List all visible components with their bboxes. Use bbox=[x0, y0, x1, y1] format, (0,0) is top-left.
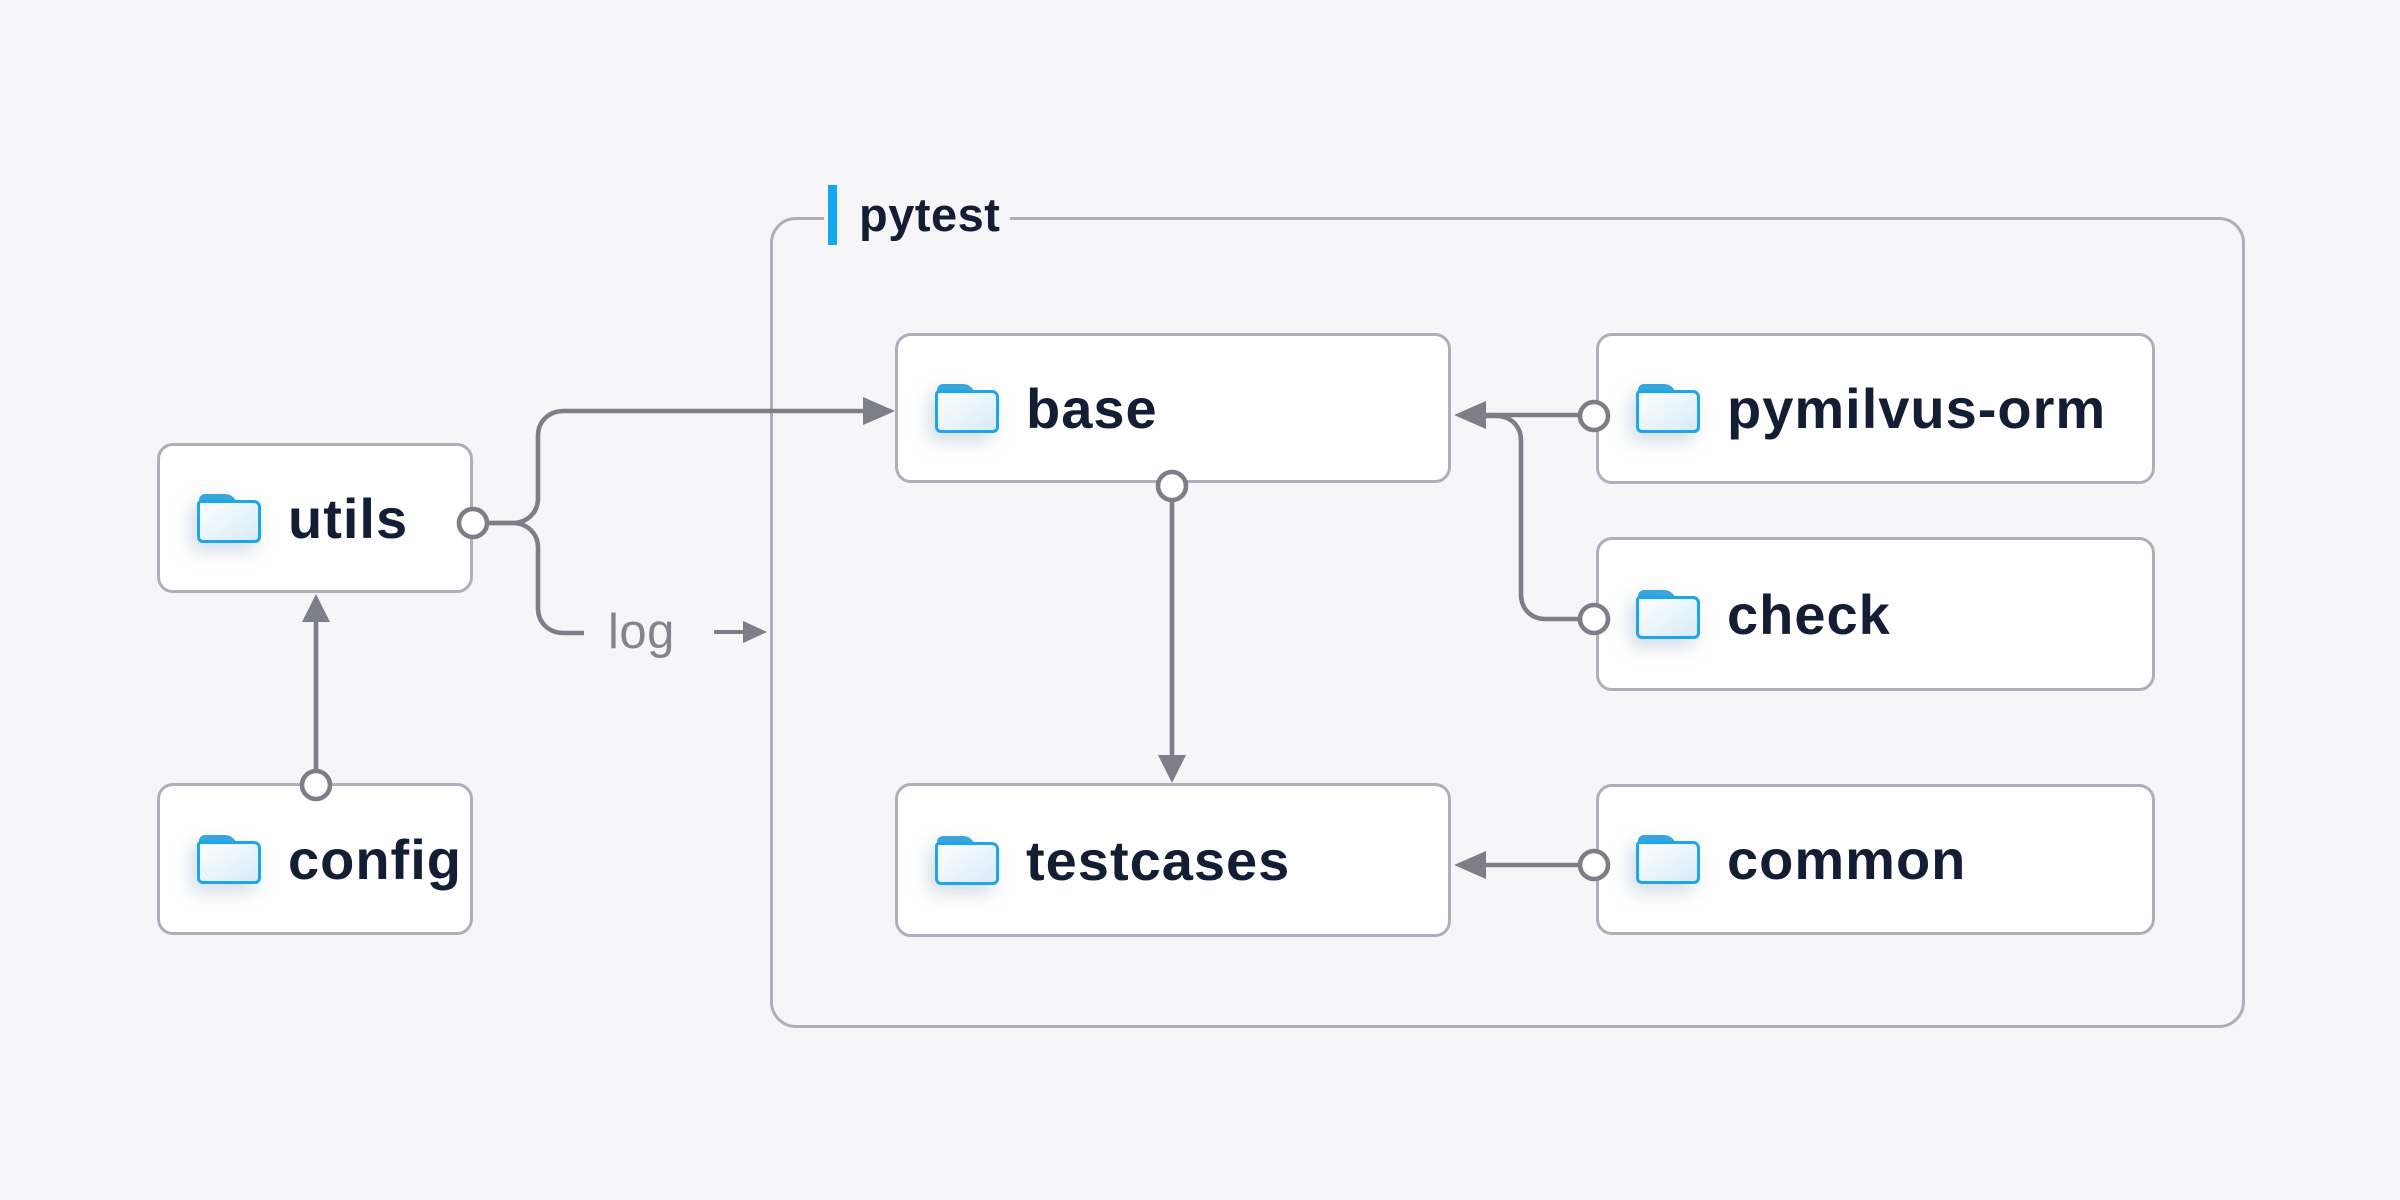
folder-icon bbox=[197, 493, 261, 543]
arrow-up-icon bbox=[302, 594, 330, 622]
node-pymilvus-orm[interactable]: pymilvus-orm bbox=[1596, 333, 2155, 484]
node-label: base bbox=[1026, 376, 1158, 440]
edge-utils-log bbox=[488, 520, 584, 636]
edge-label-log: log bbox=[608, 603, 675, 661]
node-base[interactable]: base bbox=[895, 333, 1451, 483]
node-testcases[interactable]: testcases bbox=[895, 783, 1451, 937]
node-label: config bbox=[288, 827, 462, 891]
folder-icon bbox=[935, 383, 999, 433]
node-check[interactable]: check bbox=[1596, 537, 2155, 691]
folder-icon bbox=[935, 835, 999, 885]
folder-icon bbox=[1636, 835, 1700, 884]
node-label: testcases bbox=[1026, 828, 1291, 892]
folder-icon bbox=[197, 834, 261, 884]
node-common[interactable]: common bbox=[1596, 784, 2155, 935]
pytest-group-label: pytest bbox=[824, 183, 1011, 247]
edge-label-log-text: log bbox=[608, 605, 675, 659]
arrow-right-icon bbox=[743, 621, 767, 643]
pytest-group-label-text: pytest bbox=[859, 188, 1001, 241]
node-label: utils bbox=[288, 486, 409, 550]
folder-icon bbox=[1636, 589, 1700, 639]
node-label: check bbox=[1727, 582, 1891, 646]
node-config[interactable]: config bbox=[157, 783, 473, 935]
node-label: common bbox=[1727, 828, 1967, 891]
folder-icon bbox=[1636, 384, 1700, 433]
node-utils[interactable]: utils bbox=[157, 443, 473, 593]
accent-bar-icon bbox=[828, 185, 837, 245]
pytest-group-container bbox=[770, 217, 2245, 1028]
node-label: pymilvus-orm bbox=[1727, 377, 2107, 440]
